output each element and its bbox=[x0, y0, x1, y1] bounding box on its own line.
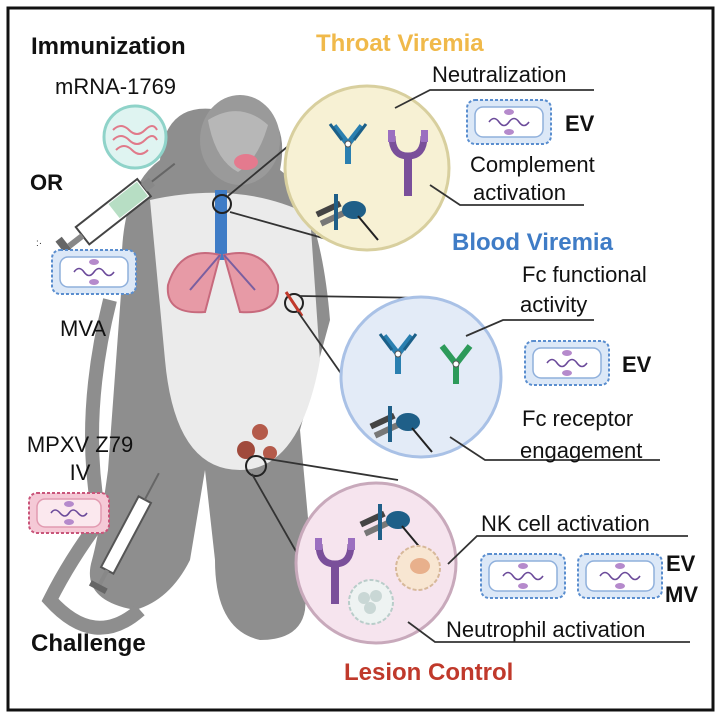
blood-ev-virion-icon bbox=[524, 340, 610, 386]
mrna-label: mRNA-1769 bbox=[55, 74, 177, 99]
fc-functional-label-line1: Fc functional bbox=[522, 262, 647, 287]
neutrophil-activation-label: Neutrophil activation bbox=[446, 617, 646, 642]
lesion-ev-virion-icon bbox=[480, 553, 566, 599]
fc-receptor-label-line2: engagement bbox=[520, 438, 643, 463]
mva-label: MVA bbox=[60, 316, 107, 341]
throat-ev-label: EV bbox=[565, 111, 595, 136]
blood-circle bbox=[339, 295, 503, 459]
or-label: OR bbox=[30, 170, 63, 195]
immunization-title: Immunization bbox=[31, 33, 186, 60]
throat-ev-virion-icon bbox=[466, 99, 552, 145]
lesion-mv-virion-icon bbox=[577, 553, 663, 599]
mpxv-label: MPXV Z79 bbox=[26, 432, 134, 457]
blood-viremia-title: Blood Viremia bbox=[452, 229, 613, 256]
nk-cell-icon bbox=[395, 545, 441, 591]
iv-label: IV bbox=[69, 460, 91, 485]
fc-receptor-label-line1: Fc receptor bbox=[522, 406, 634, 431]
lesion-ev-label: EV bbox=[666, 551, 696, 576]
lesion-control-title: Lesion Control bbox=[344, 659, 514, 686]
complement-label-line2: activation bbox=[473, 180, 566, 205]
complement-label-line1: Complement bbox=[470, 152, 595, 177]
blood-ev-label: EV bbox=[622, 352, 652, 377]
throat-viremia-title: Throat Viremia bbox=[316, 30, 484, 57]
mva-virion-icon bbox=[51, 249, 137, 295]
neutralization-label: Neutralization bbox=[432, 62, 567, 87]
nk-activation-label: NK cell activation bbox=[481, 511, 650, 536]
challenge-title: Challenge bbox=[31, 630, 146, 657]
neutrophil-icon bbox=[348, 579, 394, 625]
mpxv-virion-icon bbox=[28, 492, 110, 534]
annotation-leaders bbox=[394, 89, 690, 643]
artifact-mark: :· bbox=[36, 238, 42, 249]
mrna-lipid-nanoparticle-icon bbox=[102, 104, 168, 170]
challenge-syringe-icon bbox=[88, 472, 160, 594]
fc-functional-label-line2: activity bbox=[520, 292, 588, 317]
lesion-mv-label: MV bbox=[665, 582, 698, 607]
